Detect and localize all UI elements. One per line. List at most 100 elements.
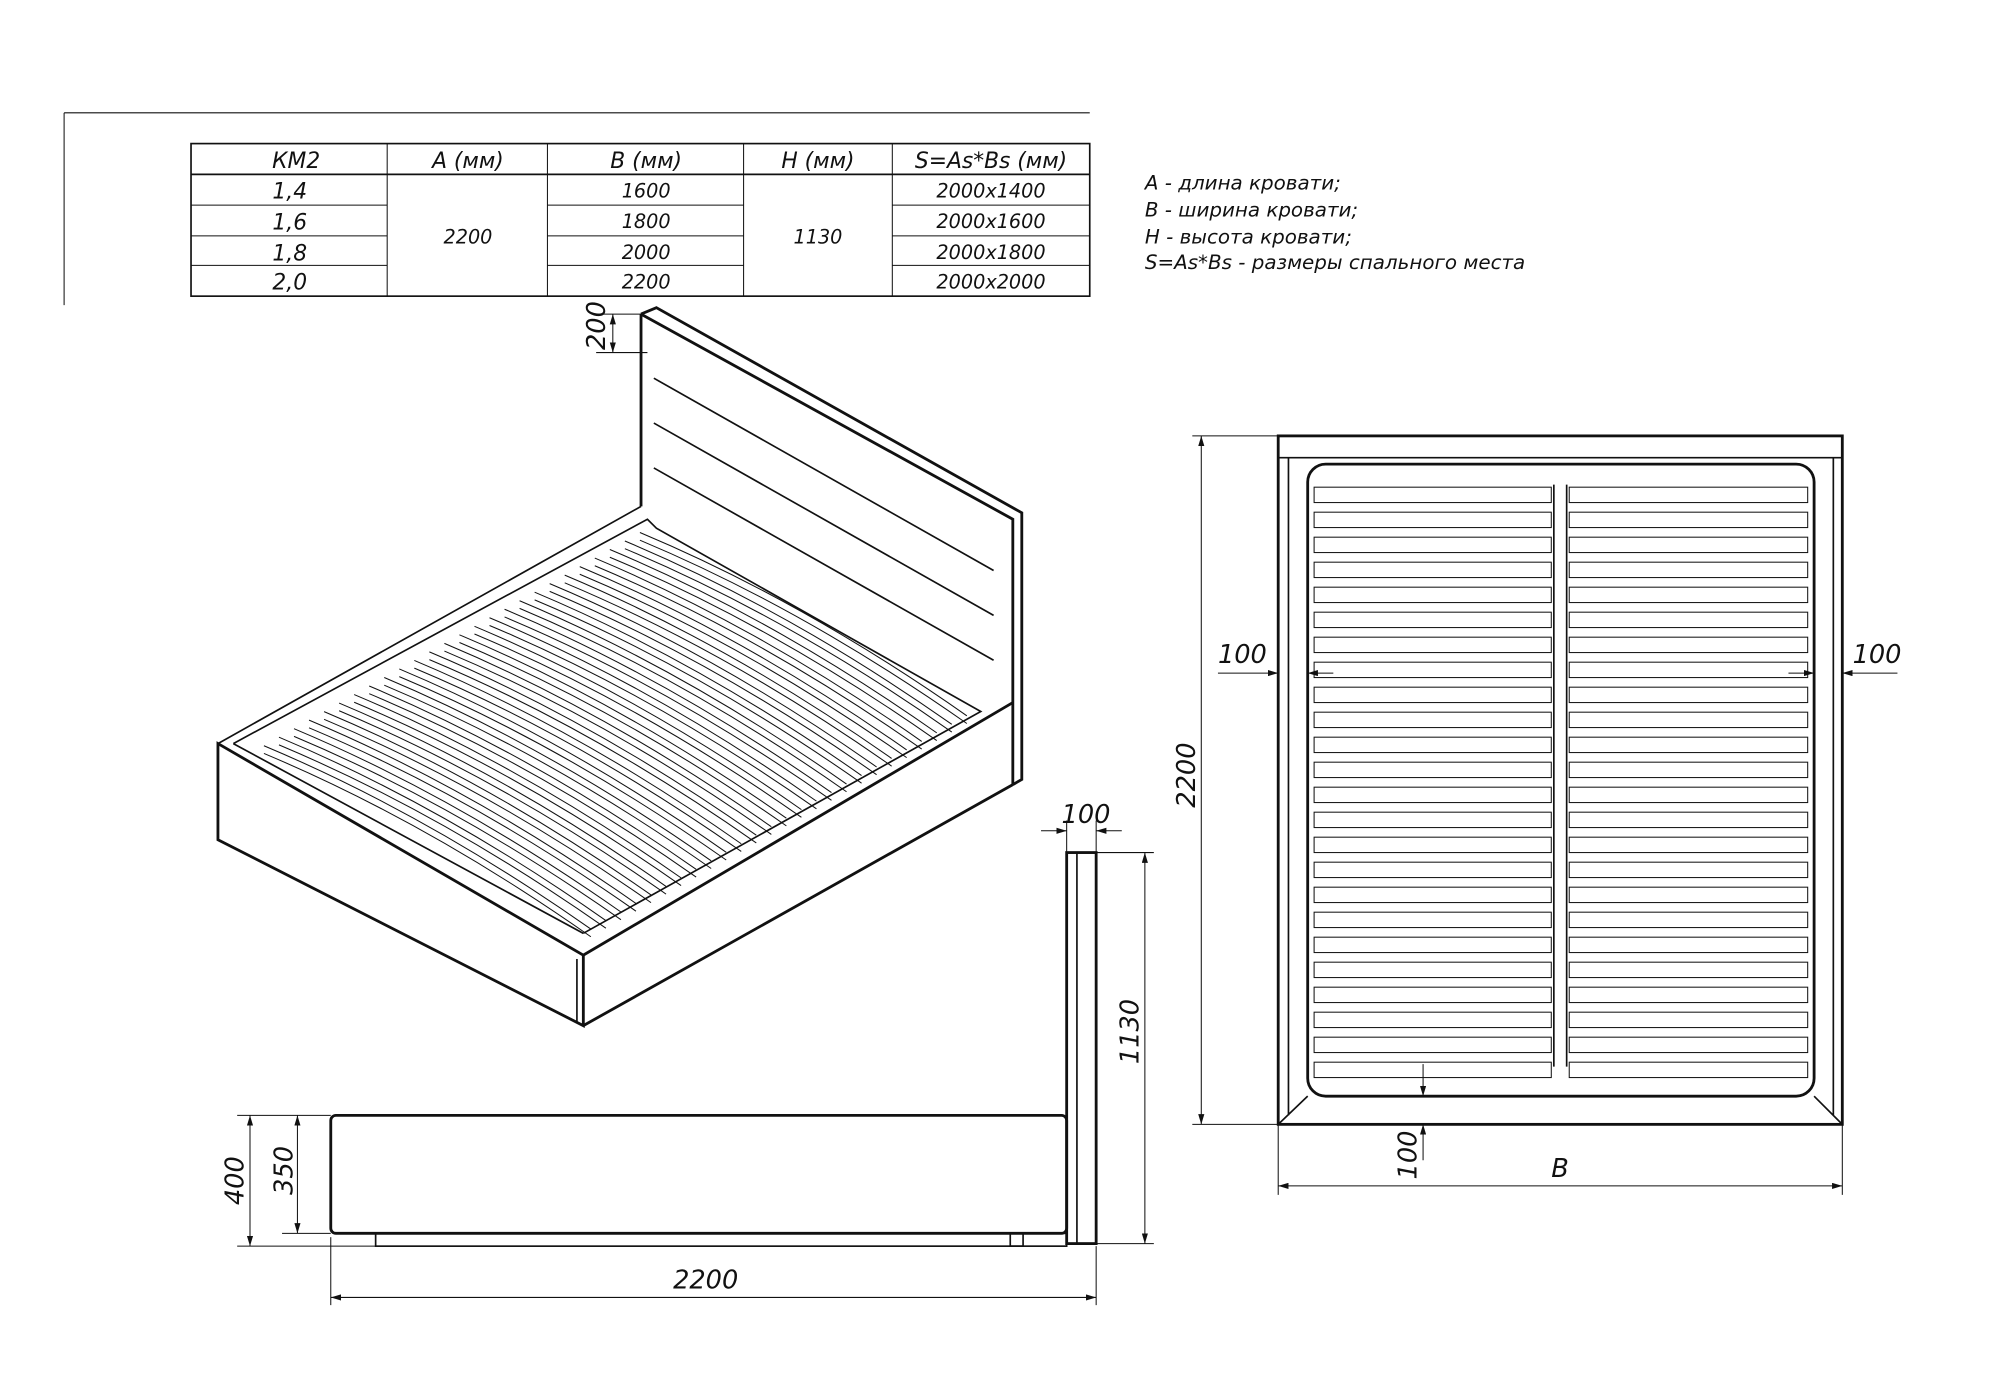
slat (429, 651, 757, 836)
slat (414, 667, 742, 852)
slat (1313, 586, 1552, 604)
slat (308, 719, 637, 904)
slat (1568, 1036, 1809, 1054)
sheet-frame (63, 112, 1090, 306)
slat (1313, 736, 1552, 754)
dimension-label: B (1551, 1154, 1569, 1184)
slat (278, 744, 607, 929)
size-table: КМ2 A (мм) B (мм) H (мм) S=As*Bs (мм) 1,… (190, 142, 1091, 297)
table-cell: 2,0 (272, 271, 307, 296)
slat (1313, 661, 1552, 679)
dimension-label: 400 (221, 1156, 251, 1205)
slat (564, 582, 892, 767)
slat (1568, 636, 1809, 654)
slat (1313, 911, 1552, 929)
slat (384, 677, 712, 862)
table-header: B (мм) (610, 149, 682, 174)
top-view: 2200 B 100 100 100 (1172, 434, 1901, 1195)
dimension-label: 350 (269, 1146, 299, 1195)
dimension-label: 200 (582, 301, 612, 350)
slat (293, 728, 622, 913)
slat (414, 659, 742, 845)
slat (308, 727, 637, 912)
slat (399, 668, 727, 853)
slat (1568, 536, 1809, 554)
slat (1568, 786, 1809, 804)
dimension-label: 2200 (1172, 742, 1202, 807)
slat (609, 556, 938, 741)
table-header: A (мм) (430, 149, 504, 174)
slat (1313, 711, 1552, 729)
slat (1313, 686, 1552, 704)
slat (1313, 861, 1552, 879)
legend: A - длина кровати; B - ширина кровати; H… (1143, 172, 1525, 274)
table-cell: 1800 (622, 210, 671, 233)
table-header: H (мм) (781, 149, 854, 174)
slat (1568, 961, 1809, 979)
table-cell: 1600 (622, 179, 671, 202)
slat (369, 693, 697, 878)
legend-item: B - ширина кровати; (1145, 199, 1358, 222)
slat (1313, 886, 1552, 904)
slat (519, 600, 847, 785)
side-view: 2200 400 350 1130 100 (221, 800, 1154, 1306)
slat (1313, 511, 1552, 529)
slat (549, 590, 877, 776)
slat (594, 565, 923, 750)
slat (459, 642, 787, 827)
slat (323, 718, 652, 904)
table-cell: 1130 (793, 226, 842, 249)
slat (1568, 561, 1809, 579)
slat (1313, 786, 1552, 804)
table-header: S=As*Bs (мм) (915, 149, 1067, 174)
slat (1313, 561, 1552, 579)
slat (1313, 611, 1552, 629)
slat (1313, 986, 1552, 1004)
slat (624, 548, 953, 733)
slat (1313, 486, 1552, 504)
slat (1313, 836, 1552, 854)
slat (1568, 586, 1809, 604)
slat (1568, 611, 1809, 629)
slat (504, 608, 832, 793)
slat (474, 633, 802, 818)
slat (338, 710, 667, 895)
slat (1313, 636, 1552, 654)
isometric-view: 200 (216, 301, 1024, 1028)
slat (1568, 761, 1809, 779)
slat (353, 694, 682, 879)
slat (1568, 886, 1809, 904)
slat (1568, 811, 1809, 829)
slat (1568, 686, 1809, 704)
slat (1313, 1036, 1552, 1054)
table-header: КМ2 (272, 149, 320, 174)
slat (1568, 1011, 1809, 1029)
legend-item: S=As*Bs - размеры спального места (1145, 251, 1525, 274)
slat (263, 745, 592, 930)
slat (278, 736, 607, 921)
slat (504, 616, 832, 801)
slat (579, 566, 907, 751)
table-cell: 2200 (443, 226, 492, 249)
slat (323, 711, 652, 896)
slat (624, 540, 953, 725)
slat (1568, 736, 1809, 754)
dimension-label: 2200 (673, 1265, 738, 1295)
slat (1313, 761, 1552, 779)
table-cell: 1,8 (272, 241, 307, 266)
slat (564, 574, 892, 759)
slat (353, 701, 682, 886)
table-cell: 2000x1800 (936, 241, 1045, 264)
slat (1568, 911, 1809, 929)
slat (1313, 936, 1552, 954)
slat (384, 684, 712, 869)
slat (369, 685, 697, 870)
slat (429, 659, 757, 844)
slat (1568, 511, 1809, 529)
slat (399, 676, 727, 861)
slat (1568, 1061, 1809, 1079)
dimension-label: 100 (1062, 800, 1111, 830)
table-cell: 1,4 (272, 180, 307, 205)
slat (1313, 536, 1552, 554)
